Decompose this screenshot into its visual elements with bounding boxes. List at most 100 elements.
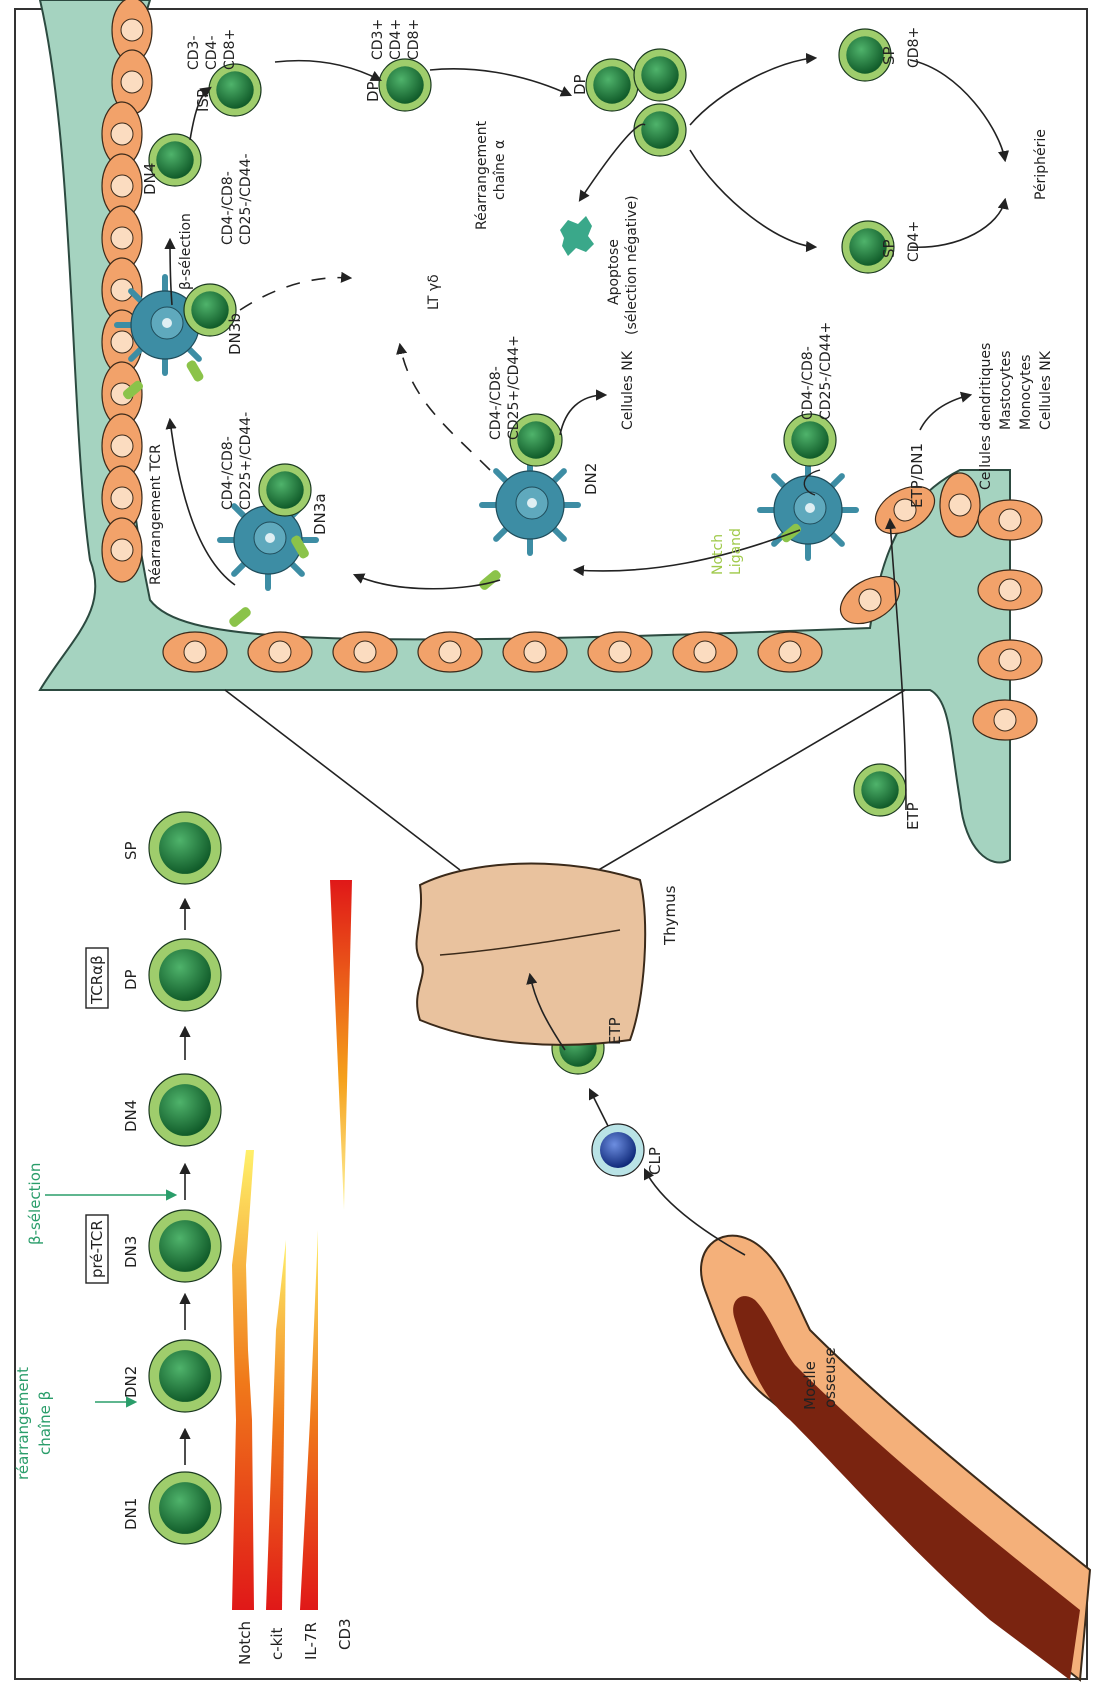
- dp-markers-3: CD8+: [406, 19, 422, 60]
- epithelial-cell: [248, 632, 312, 672]
- clp-cell: [592, 1124, 644, 1176]
- expression-gradients: Notch c-kit IL-7R CD3: [232, 880, 354, 1665]
- left-dn2-cell: [149, 1340, 221, 1412]
- right-arrows: [170, 58, 1005, 810]
- dn3b-label: DN3b: [226, 313, 244, 355]
- gradient-label-cd3: CD3: [336, 1618, 354, 1650]
- dn3a-cell: [259, 464, 311, 516]
- nk-label: Cellules NK: [620, 350, 636, 430]
- cd4-label: CD4+: [906, 221, 922, 262]
- dn3a-markers-1: CD4-/CD8-: [220, 436, 236, 510]
- marrow-label-2: osseuse: [821, 1347, 839, 1408]
- isp-label: ISP: [194, 89, 212, 112]
- epithelial-cell: [163, 632, 227, 672]
- notch-label: Notch: [710, 534, 726, 575]
- ckit-gradient: [266, 1240, 286, 1610]
- tcrab-label: TCRαβ: [88, 955, 106, 1005]
- dn1-fate-mono: Monocytes: [1018, 355, 1034, 430]
- etp-dn1-label: ETP/DN1: [908, 443, 926, 508]
- dn3a-markers-2: CD25+/CD44-: [238, 412, 254, 510]
- beta-selection-left-label: β-sélection: [26, 1163, 44, 1245]
- alpha-rearrangement-2: chaîne α: [492, 140, 508, 200]
- left-sp-cell: [149, 812, 221, 884]
- epithelial-cell: [673, 632, 737, 672]
- stage-dn4: DN4: [122, 1100, 140, 1132]
- zoom-lines: [225, 690, 905, 875]
- epithelial-cell: [978, 640, 1042, 680]
- dp-markers-2: CD4+: [388, 19, 404, 60]
- beta-selection-label: β-sélection: [178, 213, 194, 290]
- isp-markers-1: CD3-: [186, 35, 202, 70]
- thymus-label: Thymus: [661, 885, 679, 946]
- dn1-markers-1: CD4-/CD8-: [800, 346, 816, 420]
- epithelial-cell: [588, 632, 652, 672]
- dn2-label: DN2: [582, 463, 600, 495]
- epithelial-cell: [973, 700, 1037, 740]
- isp-markers-2: CD4-: [204, 35, 220, 70]
- etp-entry-cell: [854, 764, 906, 816]
- epithelial-cell: [503, 632, 567, 672]
- gradient-label-il7r: IL-7R: [302, 1622, 320, 1660]
- pretcr-label: pré-TCR: [88, 1220, 106, 1278]
- bone-marrow: [701, 1236, 1090, 1680]
- epithelial-cell: [978, 500, 1042, 540]
- dn3a-label: DN3a: [311, 493, 329, 535]
- left-dn3-cell: [149, 1210, 221, 1282]
- right-panel-labels: ETP ETP/DN1 CD4-/CD8- CD25-/CD44+ Cellul…: [141, 19, 1054, 830]
- etp-dn1-cell: [784, 414, 836, 466]
- epithelial-cell: [978, 570, 1042, 610]
- left-dn4-cell: [149, 1074, 221, 1146]
- ligand-label: Ligand: [728, 528, 744, 575]
- isp-cell: [209, 64, 261, 116]
- dn1-fate-mast: Mastocytes: [998, 351, 1014, 430]
- marrow-label-1: Moelle: [801, 1361, 819, 1410]
- dendritic-cell-dn2: [482, 457, 578, 553]
- dn4-label: DN4: [141, 163, 159, 195]
- left-dp-cell: [149, 939, 221, 1011]
- gradient-label-notch: Notch: [236, 1621, 254, 1665]
- epithelial-cell: [758, 632, 822, 672]
- dp-cell: [379, 59, 431, 111]
- dp-label: DP: [364, 81, 382, 102]
- apoptotic-cell-icon: [560, 216, 594, 256]
- etp-entry-label: ETP: [904, 802, 922, 830]
- dn4-markers-2: CD25-/CD44-: [238, 153, 254, 245]
- dp-cell-a: [586, 59, 638, 111]
- isp-markers-3: CD8+: [222, 29, 238, 70]
- rearrangement-label-2: chaîne β: [36, 1391, 54, 1455]
- stage-dn2: DN2: [122, 1366, 140, 1398]
- stage-dp: DP: [122, 969, 140, 990]
- rearrangement-label-1: réarrangement: [14, 1367, 32, 1480]
- etp-bottom-label: ETP: [606, 1017, 624, 1045]
- periphery-label: Périphérie: [1033, 129, 1049, 200]
- dp-cell-b: [634, 49, 686, 101]
- lt-gd-label: LT γδ: [426, 274, 442, 310]
- dp-cell-c: [634, 104, 686, 156]
- apoptosis-label-1: Apoptose: [606, 239, 622, 305]
- dn2-markers-1: CD4-/CD8-: [488, 366, 504, 440]
- stage-dn1: DN1: [122, 1498, 140, 1530]
- alpha-rearrangement-1: Réarrangement: [474, 120, 490, 230]
- dn2-markers-2: CD25+/CD44+: [506, 335, 522, 440]
- gradient-label-ckit: c-kit: [268, 1627, 286, 1660]
- dn4-markers-1: CD4-/CD8-: [220, 171, 236, 245]
- cd3-gradient: [330, 880, 352, 1210]
- il7r-gradient: [300, 1230, 318, 1610]
- dp-markers-1: CD3+: [370, 19, 386, 60]
- dn1-fate-nk: Cellules NK: [1038, 350, 1054, 430]
- sp-cd4-label: SP: [880, 239, 898, 258]
- stage-sp: SP: [122, 841, 140, 860]
- epithelial-cell: [333, 632, 397, 672]
- cd8-label: CD8+: [906, 27, 922, 68]
- epithelial-cell: [418, 632, 482, 672]
- notch-gradient: [232, 1150, 254, 1610]
- epithelial-cell: [102, 518, 142, 582]
- clp-label: CLP: [646, 1147, 664, 1175]
- left-panel-labels: DN1 DN2 DN3 DN4 DP SP pré-TCR TCRαβ réar…: [14, 841, 140, 1530]
- dn1-fate-dc: Cellules dendritiques: [978, 343, 994, 490]
- sp-cd8-label: SP: [880, 46, 898, 65]
- stage-dn3: DN3: [122, 1236, 140, 1268]
- left-dn1-cell: [149, 1472, 221, 1544]
- tcr-rearrangement-label: Réarrangement TCR: [148, 444, 164, 585]
